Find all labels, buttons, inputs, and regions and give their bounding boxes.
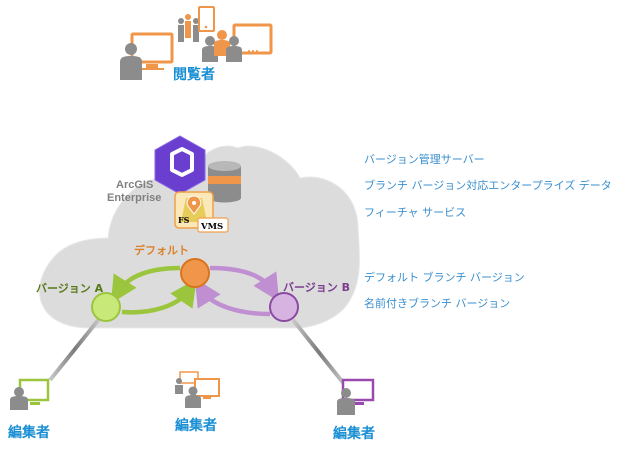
editor-left-icon <box>10 378 50 410</box>
legend-feature-service: フィーチャ サービス <box>364 206 467 219</box>
editor-left-connector <box>48 316 102 382</box>
legend-named-branch-version: 名前付きブランチ バージョン <box>364 297 511 310</box>
viewer-icon-group <box>120 6 273 80</box>
version-b-label: バージョン B <box>283 281 350 294</box>
viewer-label: 閲覧者 <box>173 66 215 83</box>
default-branch-label: デフォルト <box>134 243 189 257</box>
arrow-version-a-to-default <box>121 278 197 315</box>
arrow-default-to-version-b <box>209 265 280 302</box>
enterprise-database-icon <box>208 161 241 203</box>
arrow-default-to-version-a <box>110 265 181 304</box>
editor-center-label: 編集者 <box>175 417 217 434</box>
editor-right-connector <box>291 318 347 387</box>
arrow-version-b-to-default <box>194 278 271 317</box>
version-a-label: バージョン A <box>36 282 104 295</box>
default-branch-node <box>180 258 210 288</box>
editor-left-label: 編集者 <box>8 424 50 441</box>
arcgis-label: ArcGIS <box>116 179 153 191</box>
legend-version-management-server: バージョン管理サーバー <box>364 153 485 166</box>
editor-right-icon <box>337 378 375 415</box>
version-b-node <box>269 292 299 322</box>
editor-right-label: 編集者 <box>333 425 375 442</box>
legend-default-branch-version: デフォルト ブランチ バージョン <box>364 271 525 284</box>
fs-badge-label: FS <box>178 215 190 225</box>
editor-center-icon <box>175 371 220 408</box>
legend-branch-versioned-data: ブランチ バージョン対応エンタープライズ データ <box>364 179 612 192</box>
feature-service-icon: FS VMS <box>174 191 229 233</box>
version-a-node <box>91 292 121 322</box>
enterprise-label: Enterprise <box>107 192 161 204</box>
vms-badge-label: VMS <box>200 222 223 232</box>
